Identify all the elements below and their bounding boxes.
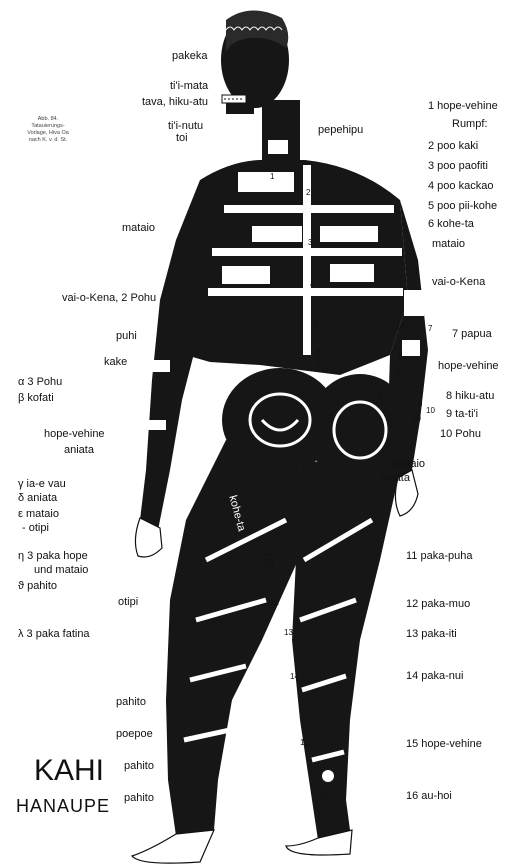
label-r12: 12 paka-muo xyxy=(406,598,470,611)
figure-note-line: Vorlage, Hiva Oa xyxy=(18,130,78,137)
body-number: 5 xyxy=(378,388,382,401)
body-number: 16 xyxy=(320,790,329,803)
label-mataio-right: mataio xyxy=(432,238,465,251)
body-number: 14 xyxy=(290,670,299,683)
body-number: 4 xyxy=(310,278,314,291)
label-pepehipu: pepehipu xyxy=(318,124,363,137)
title-kahi: KAHI xyxy=(34,754,104,788)
label-otipi-small: - otipi xyxy=(22,522,49,535)
body-number: 5 xyxy=(314,318,318,331)
heel-mark xyxy=(322,770,334,782)
body-number: 11 xyxy=(266,556,274,569)
body-number: 8 xyxy=(396,366,400,379)
label-toi: toi xyxy=(176,132,188,145)
label-gamma: γ ia-e vau xyxy=(18,478,66,491)
label-r15: 15 hope-vehine xyxy=(406,738,482,751)
body-number: 9 xyxy=(418,398,422,411)
left-foot xyxy=(132,830,214,863)
title-hanaupe: HANAUPE xyxy=(16,796,110,817)
body-number: 1 xyxy=(270,170,274,183)
figure-note-line: nach K. v. d. St. xyxy=(18,137,78,144)
label-hope-vehine-left: hope-vehine xyxy=(44,428,105,441)
label-r1: 1 hope-vehine xyxy=(428,100,498,113)
label-epsilon: ε mataio xyxy=(18,508,59,521)
label-r10: 10 Pohu xyxy=(440,428,481,441)
label-theta: ϑ pahito xyxy=(18,580,57,593)
label-mataio-right-2: mataio xyxy=(392,458,425,471)
label-eta: η 3 paka hope xyxy=(18,550,88,563)
label-r2: 2 poo kaki xyxy=(428,140,478,153)
label-kake: kake xyxy=(104,356,127,369)
label-r6: 6 kohe-ta xyxy=(428,218,474,231)
label-r4: 4 poo kackao xyxy=(428,180,493,193)
label-delta: δ aniata xyxy=(18,492,57,505)
body-number: 6 xyxy=(316,354,320,367)
label-aniata-left: aniata xyxy=(64,444,94,457)
label-pahito-2: pahito xyxy=(124,760,154,773)
head xyxy=(221,10,289,114)
body-number: 2 xyxy=(306,186,310,199)
body-number: 10 xyxy=(412,412,421,425)
figure-note: Abb. 84. Tatauierungs- Vorlage, Hiva Oa … xyxy=(18,116,78,144)
body-number: 3 xyxy=(308,236,312,249)
label-vai-o-kena-left: vai-o-Kena, 2 Pohu xyxy=(62,292,156,305)
body-number: 10 xyxy=(396,320,405,333)
body-number: 8 xyxy=(398,350,402,363)
figure-note-line: Abb. 84. xyxy=(18,116,78,123)
label-aniata-right: aniata xyxy=(380,472,410,485)
label-r7: 7 papua xyxy=(452,328,492,341)
label-pakeka: pakeka xyxy=(172,50,207,63)
label-hope-vehine-right: hope-vehine xyxy=(438,360,499,373)
label-pahito-3: pahito xyxy=(124,792,154,805)
body-number: 7 xyxy=(390,380,394,393)
label-vai-o-kena-right: vai-o-Kena xyxy=(432,276,485,289)
label-r11: 11 paka-puha xyxy=(406,550,472,563)
label-r9: 9 ta-ti'i xyxy=(446,408,478,421)
label-poepoe: poepoe xyxy=(116,728,153,741)
label-r14: 14 paka-nui xyxy=(406,670,464,683)
body-number: 7 xyxy=(428,322,432,335)
body-number: 12 xyxy=(270,596,279,609)
label-rumpf: Rumpf: xyxy=(452,118,487,131)
body-number: 13 xyxy=(284,626,293,639)
label-tii-mata: ti'i-mata xyxy=(170,80,208,93)
label-r8: 8 hiku-atu xyxy=(446,390,494,403)
label-puhi: puhi xyxy=(116,330,137,343)
label-r13: 13 paka-iti xyxy=(406,628,457,641)
label-eta-2: und mataio xyxy=(34,564,88,577)
label-r3: 3 poo paofiti xyxy=(428,160,488,173)
label-tava: tava, hiku-atu xyxy=(142,96,208,109)
label-r16: 16 au-hoi xyxy=(406,790,452,803)
body-number: 15 xyxy=(300,736,309,749)
figure-note-line: Tatauierungs- xyxy=(18,123,78,130)
label-pahito-1: pahito xyxy=(116,696,146,709)
body-number: 10 xyxy=(426,404,435,417)
label-otipi: otipi xyxy=(118,596,138,609)
label-alpha: α 3 Pohu xyxy=(18,376,62,389)
label-r5: 5 poo pii-kohe xyxy=(428,200,497,213)
right-leg xyxy=(292,460,400,840)
label-beta: β kofati xyxy=(18,392,54,405)
label-mataio-left: mataio xyxy=(122,222,155,235)
label-lambda: λ 3 paka fatina xyxy=(18,628,90,641)
